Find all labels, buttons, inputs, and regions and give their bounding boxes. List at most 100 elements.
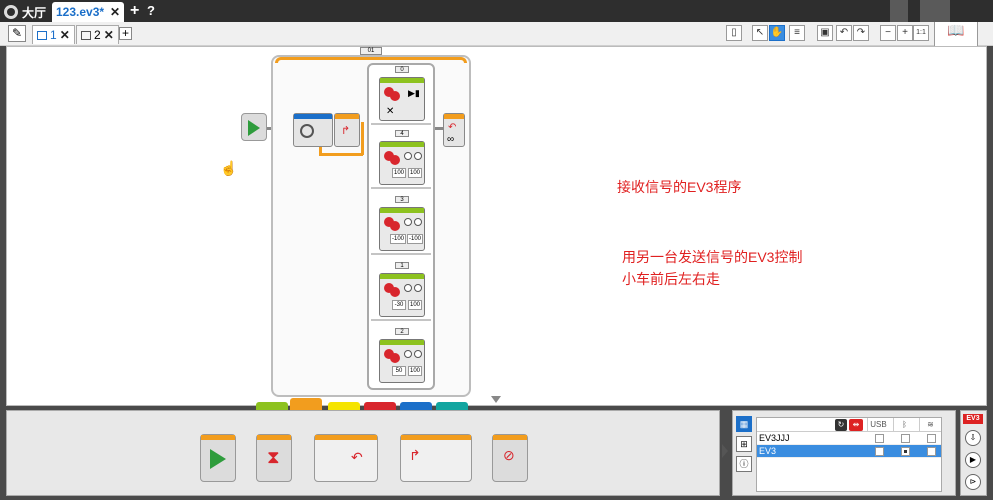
power-right-value[interactable]: -100	[407, 234, 423, 244]
add-project-button[interactable]: +	[130, 2, 140, 19]
help-button[interactable]: ?	[147, 3, 155, 18]
power-left-value[interactable]: -100	[390, 234, 406, 244]
sequence-wire	[435, 127, 445, 130]
port-view-icon[interactable]: ⊞	[736, 436, 752, 452]
bluetooth-checkbox[interactable]	[901, 434, 910, 443]
download-icon[interactable]: ⇩	[965, 430, 981, 446]
add-program-button[interactable]: +	[119, 27, 132, 40]
messaging-icon	[300, 124, 314, 138]
move-tank-block[interactable]: -100 -100	[379, 207, 425, 251]
data-wire	[319, 153, 363, 156]
brick-info-icon[interactable]: ⓘ	[736, 456, 752, 472]
block-cap	[294, 114, 332, 119]
select-pointer-icon[interactable]: ↖	[752, 25, 768, 41]
data-wire	[319, 147, 322, 155]
power-dial-icon	[404, 218, 412, 226]
annotation-text: 接收信号的EV3程序	[617, 179, 742, 195]
content-editor-icon[interactable]: ▯	[726, 25, 742, 41]
move-steering-block[interactable]: 50 100	[379, 339, 425, 383]
switch-case[interactable]: 1 -30 100	[371, 261, 431, 321]
loop-icon: ↶	[351, 449, 363, 465]
expand-hardware-icon[interactable]	[722, 444, 730, 458]
download-run-icon[interactable]: ▶	[965, 452, 981, 468]
loop-name-label: 01	[360, 47, 382, 55]
program-tab-label: 2	[94, 28, 101, 42]
lobby-tab[interactable]: 大厅	[4, 3, 50, 21]
help-book-icon[interactable]: 📖	[934, 22, 978, 48]
palette-start-block[interactable]	[200, 434, 236, 482]
program-icon	[81, 30, 91, 40]
brick-row[interactable]: EV3JJJ	[757, 432, 941, 445]
palette-loop-block[interactable]: ↶	[314, 434, 378, 482]
block-cap	[380, 274, 424, 279]
run-selected-icon[interactable]: ⊳	[965, 474, 981, 490]
case-value[interactable]: 3	[395, 196, 409, 203]
comment-icon[interactable]: ≡	[789, 25, 805, 41]
power-dial-icon	[414, 284, 422, 292]
available-bricks-icon[interactable]: ▦	[736, 416, 752, 432]
case-value[interactable]: 1	[395, 262, 409, 269]
motor-icon	[384, 151, 394, 161]
move-tank-block[interactable]: ▶▮ ✕	[379, 77, 425, 121]
refresh-icon[interactable]: ↻	[835, 419, 847, 431]
start-block[interactable]	[241, 113, 267, 141]
program-tab-1[interactable]: 1 ✕	[32, 25, 75, 44]
steering-value[interactable]: -30	[392, 300, 406, 310]
close-tab-icon[interactable]: ✕	[59, 28, 70, 42]
case-value[interactable]: 0	[395, 66, 409, 73]
palette-wait-block[interactable]: ⧗	[256, 434, 292, 482]
messaging-block[interactable]	[293, 113, 333, 147]
power-right-value[interactable]: 100	[408, 168, 422, 178]
motor-icon	[384, 87, 394, 97]
project-tab[interactable]: 123.ev3* ✕	[52, 2, 124, 22]
wifi-checkbox[interactable]	[927, 434, 936, 443]
palette-loop-interrupt-block[interactable]: ⊘	[492, 434, 528, 482]
move-steering-block[interactable]: -30 100	[379, 273, 425, 317]
lobby-label: 大厅	[22, 5, 47, 20]
power-value[interactable]: 100	[408, 366, 422, 376]
switch-case[interactable]: 3 -100 -100	[371, 195, 431, 255]
zoom-out-icon[interactable]: −	[880, 25, 896, 41]
switch-header-block[interactable]: ↱	[334, 113, 360, 147]
usb-checkbox[interactable]	[875, 434, 884, 443]
collapse-arrow-icon[interactable]	[491, 396, 501, 403]
hourglass-icon: ⧗	[267, 447, 280, 467]
loop-icon: ↶	[448, 122, 457, 133]
move-tank-block[interactable]: 100 100	[379, 141, 425, 185]
close-tab-icon[interactable]: ✕	[103, 28, 114, 42]
usb-checkbox[interactable]	[875, 447, 884, 456]
programming-canvas[interactable]: 接收信号的EV3程序 用另一台发送信号的EV3控制 小车前后左右走 ☝ 01 ↱…	[6, 46, 987, 406]
switch-block[interactable]: 0 ▶▮ ✕ 4 100 100	[367, 63, 435, 390]
program-tab-2[interactable]: 2 ✕	[76, 25, 119, 44]
switch-icon: ↱	[341, 125, 351, 137]
close-project-icon[interactable]: ✕	[109, 5, 120, 19]
palette-switch-block[interactable]: ↱	[400, 434, 472, 482]
block-cap	[380, 142, 424, 147]
steering-value[interactable]: 50	[392, 366, 406, 376]
power-dial-icon	[414, 152, 422, 160]
power-value[interactable]: 100	[408, 300, 422, 310]
infinity-icon: ∞	[447, 134, 455, 145]
block-cap	[257, 435, 291, 440]
disconnect-icon[interactable]: ⇹	[849, 419, 863, 431]
save-icon[interactable]: ▣	[817, 25, 833, 41]
power-left-value[interactable]: 100	[392, 168, 406, 178]
case-value[interactable]: 4	[395, 130, 409, 137]
wifi-checkbox[interactable]	[927, 447, 936, 456]
redo-icon[interactable]: ↷	[853, 25, 869, 41]
switch-case[interactable]: 2 50 100	[371, 327, 431, 387]
zoom-reset-button[interactable]: 1:1	[913, 25, 929, 41]
home-icon	[4, 5, 18, 19]
case-value[interactable]: 2	[395, 328, 409, 335]
undo-icon[interactable]: ↶	[836, 25, 852, 41]
switch-case[interactable]: 0 ▶▮ ✕	[371, 65, 431, 125]
pan-hand-icon[interactable]: ✋	[769, 25, 785, 41]
motor-icon	[390, 155, 400, 165]
project-properties-icon[interactable]: ✎	[8, 25, 26, 42]
motor-icon	[390, 287, 400, 297]
loop-end-block[interactable]: ↶ ∞	[443, 113, 465, 147]
zoom-in-icon[interactable]: +	[897, 25, 913, 41]
bluetooth-checkbox[interactable]	[901, 447, 910, 456]
switch-case[interactable]: 4 100 100	[371, 129, 431, 189]
brick-row[interactable]: EV3	[757, 445, 941, 458]
